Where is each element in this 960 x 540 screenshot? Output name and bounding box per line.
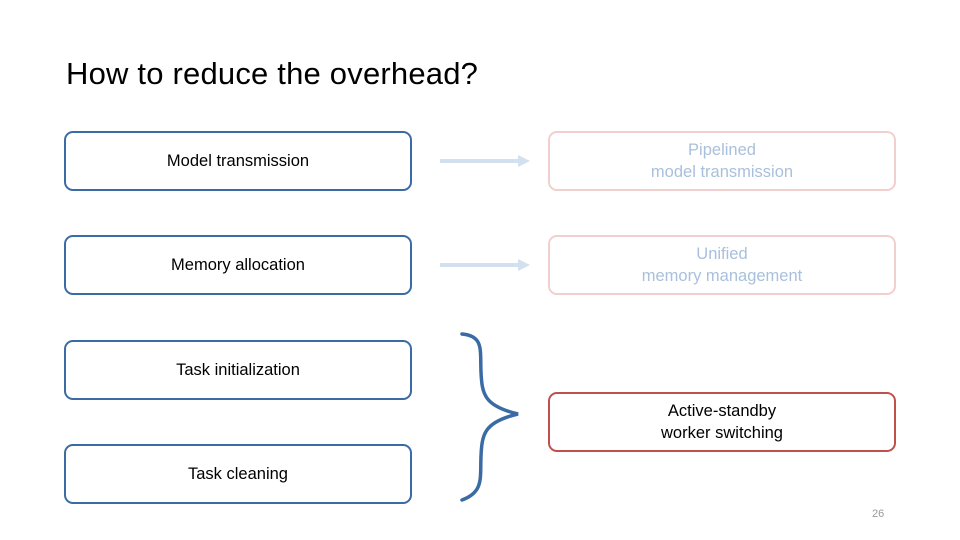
- box-label-line1: Active-standby: [667, 401, 777, 420]
- box-unified-memory-management[interactable]: Unified memory management: [548, 235, 896, 295]
- arrow-shaft: [440, 159, 518, 163]
- arrow-model-transmission-icon: [440, 155, 530, 167]
- arrow-head: [518, 155, 530, 167]
- box-pipelined-model-transmission[interactable]: Pipelined model transmission: [548, 131, 896, 191]
- box-label: Memory allocation: [171, 255, 305, 274]
- box-task-initialization[interactable]: Task initialization: [64, 340, 412, 400]
- box-label: Model transmission: [166, 151, 310, 170]
- box-label: Pipelined model transmission: [651, 139, 793, 184]
- box-label-line1: Pipelined: [688, 140, 756, 159]
- box-label-line2: model transmission: [650, 163, 794, 181]
- page-number: 26: [872, 508, 885, 520]
- box-model-transmission[interactable]: Model transmission: [64, 131, 412, 191]
- box-label: Task cleaning: [188, 464, 288, 483]
- box-active-standby-worker-switching[interactable]: Active-standby worker switching: [548, 392, 896, 452]
- arrow-head: [518, 259, 530, 271]
- page-title: How to reduce the overhead?: [66, 56, 479, 91]
- box-label: Active-standby worker switching: [661, 400, 783, 445]
- arrow-shaft: [440, 263, 518, 267]
- box-label-line1: Unified: [696, 244, 748, 263]
- box-label-line2: memory management: [641, 267, 803, 285]
- box-memory-allocation[interactable]: Memory allocation: [64, 235, 412, 295]
- box-label: Task initialization: [176, 360, 300, 379]
- box-task-cleaning[interactable]: Task cleaning: [64, 444, 412, 504]
- curly-brace-icon: [432, 330, 542, 510]
- box-label: Unified memory management: [642, 243, 802, 288]
- box-label-line2: worker switching: [661, 424, 783, 442]
- arrow-memory-allocation-icon: [440, 259, 530, 271]
